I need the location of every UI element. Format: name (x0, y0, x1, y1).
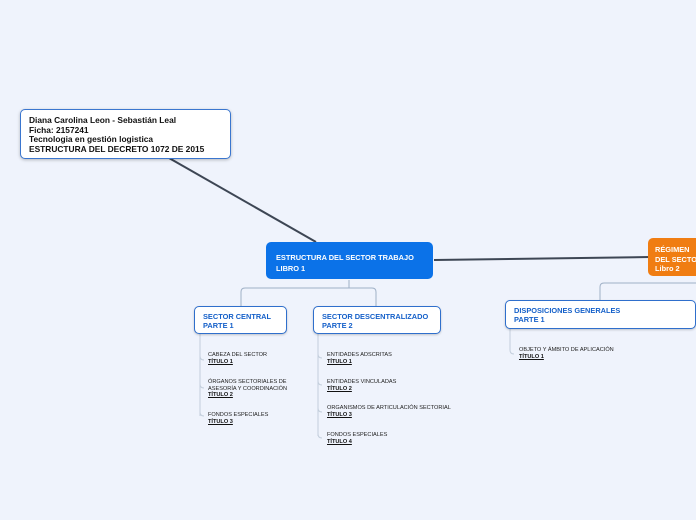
leaf-label: ÓRGANOS SECTORIALES DE (208, 379, 287, 385)
leaf-objeto-ambito[interactable]: OBJETO Y ÁMBITO DE APLICACIÓN TÍTULO 1 (519, 347, 614, 360)
libro2-line3: Libro 2 (655, 264, 680, 273)
sector-central-part: PARTE 1 (203, 320, 234, 330)
disposiciones-generales-node[interactable]: DISPOSICIONES GENERALES PARTE 1 (505, 300, 696, 329)
disposiciones-generales-part: PARTE 1 (514, 314, 545, 324)
link-main-libro2 (433, 256, 651, 261)
sector-descentralizado-node[interactable]: SECTOR DESCENTRALIZADO PARTE 2 (313, 306, 441, 334)
disposiciones-generales-title: DISPOSICIONES GENERALES (514, 306, 621, 315)
info-line-decree: ESTRUCTURA DEL DECRETO 1072 DE 2015 (29, 143, 205, 154)
leaf-organismos-articulacion[interactable]: ORGANISMOS DE ARTICULACIÓN SECTORIAL TÍT… (327, 405, 451, 418)
main-topic-subtitle: LIBRO 1 (276, 264, 306, 273)
leaf-title: TÍTULO 1 (519, 353, 544, 360)
sector-central-node[interactable]: SECTOR CENTRAL PARTE 1 (194, 306, 287, 334)
leaf-title: TÍTULO 2 (327, 385, 352, 392)
leaf-title: TÍTULO 3 (327, 411, 352, 418)
leaf-label: ORGANISMOS DE ARTICULACIÓN SECTORIAL (327, 405, 451, 411)
leaf-label: OBJETO Y ÁMBITO DE APLICACIÓN (519, 347, 614, 353)
info-line-ficha: Ficha: 2157241 (29, 124, 89, 135)
sector-descentralizado-title: SECTOR DESCENTRALIZADO (322, 312, 429, 321)
link-main-children (240, 280, 377, 306)
leaf-title: TÍTULO 2 (208, 392, 233, 398)
libro2-line1: RÉGIMEN (655, 245, 690, 254)
leaf-fondos-especiales-descentralizado[interactable]: FONDOS ESPECIALES TÍTULO 4 (327, 432, 387, 445)
leaf-label: ENTIDADES ADSCRITAS (327, 352, 392, 358)
leaf-title: TÍTULO 1 (208, 358, 233, 365)
libro2-line2: DEL SECTO (655, 254, 696, 264)
sector-central-title: SECTOR CENTRAL (203, 312, 272, 321)
link-central-leaves (199, 334, 205, 417)
link-descentralizado-leaves (317, 334, 323, 439)
leaf-entidades-adscritas[interactable]: ENTIDADES ADSCRITAS TÍTULO 1 (327, 352, 392, 365)
leaf-label: ENTIDADES VINCULADAS (327, 379, 397, 385)
info-node[interactable]: Diana Carolina Leon - Sebastián Leal Fic… (20, 109, 231, 159)
link-disposiciones-leaves (509, 329, 515, 355)
leaf-title: TÍTULO 1 (327, 358, 352, 365)
leaf-label: FONDOS ESPECIALES (327, 432, 388, 438)
leaf-label: CABEZA DEL SECTOR (208, 352, 268, 358)
leaf-entidades-vinculadas[interactable]: ENTIDADES VINCULADAS TÍTULO 2 (327, 379, 396, 392)
info-line-authors: Diana Carolina Leon - Sebastián Leal (29, 115, 177, 125)
leaf-organos-sectoriales[interactable]: ÓRGANOS SECTORIALES DE ASESORÍA Y COORDI… (208, 379, 287, 399)
link-info-main (168, 157, 317, 243)
main-topic-node[interactable]: ESTRUCTURA DEL SECTOR TRABAJO LIBRO 1 (266, 242, 433, 279)
leaf-title: TÍTULO 4 (327, 438, 352, 445)
leaf-title: TÍTULO 3 (208, 418, 233, 425)
sector-descentralizado-part: PARTE 2 (322, 320, 353, 330)
info-line-program: Tecnologia en gestión logistica (29, 134, 154, 144)
leaf-label: ASESORÍA Y COORDINACIÓN (208, 385, 288, 392)
main-topic-title: ESTRUCTURA DEL SECTOR TRABAJO (276, 253, 414, 262)
leaf-label: FONDOS ESPECIALES (208, 412, 269, 418)
link-libro2-children (599, 282, 696, 300)
libro2-node[interactable]: RÉGIMEN DEL SECTO Libro 2 (648, 238, 696, 276)
leaf-fondos-especiales-central[interactable]: FONDOS ESPECIALES TÍTULO 3 (208, 412, 268, 425)
leaf-cabeza-del-sector[interactable]: CABEZA DEL SECTOR TÍTULO 1 (208, 352, 267, 365)
